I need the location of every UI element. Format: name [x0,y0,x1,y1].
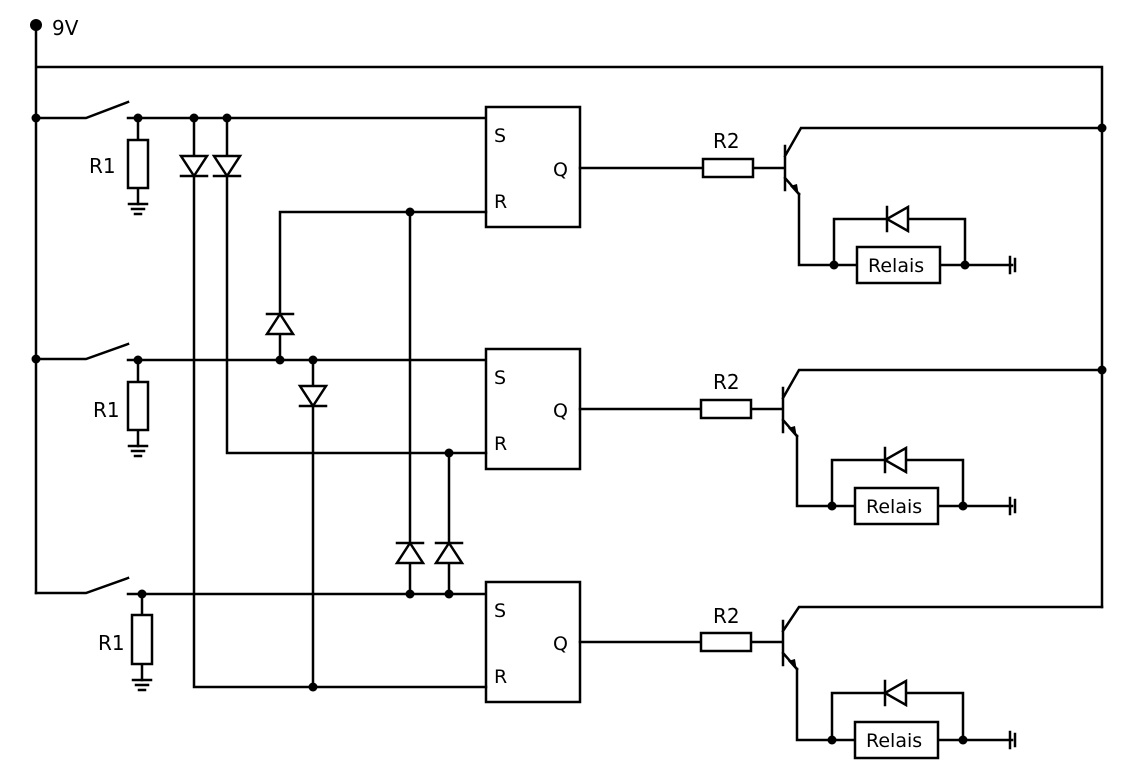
supply-label: 9V [52,16,79,40]
ff2-output-pin: Q [553,400,568,422]
ff3-output-pin: Q [553,633,568,655]
flipflop-2 [484,347,582,471]
ff1-set-pin: S [494,125,506,147]
r2-label-3: R2 [713,604,740,628]
r1-label-2: R1 [93,398,120,422]
ff2-set-pin: S [494,367,506,389]
output-stage-3 [578,605,1104,760]
channel-2: R1 S R Q R2 Relais [31,342,1107,526]
channel-1: R1 S R Q R2 Relais [31,100,1107,285]
ff2-reset-pin: R [494,433,507,455]
relay-label-3: Relais [866,730,922,752]
relay-label-2: Relais [866,496,922,518]
ff1-reset-pin: R [494,191,507,213]
ff3-set-pin: S [494,600,506,622]
ff1-output-pin: Q [553,159,568,181]
r2-label-2: R2 [713,370,740,394]
channel-3: R1 S R Q R2 Relais [34,576,1104,760]
resistor-r1-2 [126,358,150,458]
switch-2 [31,342,488,365]
switch-3 [34,576,488,599]
reset-network [178,116,488,692]
resistor-r1-3 [130,592,154,692]
output-stage-2 [578,365,1107,526]
r1-label-1: R1 [89,154,116,178]
flipflop-3 [484,580,582,704]
r2-label-1: R2 [713,129,740,153]
r1-label-3: R1 [98,631,125,655]
relay-label-1: Relais [868,255,924,277]
switch-1 [31,100,488,123]
ff3-reset-pin: R [494,666,507,688]
output-stage-1 [578,123,1107,285]
resistor-r1-1 [126,116,150,216]
flipflop-1 [484,105,582,229]
